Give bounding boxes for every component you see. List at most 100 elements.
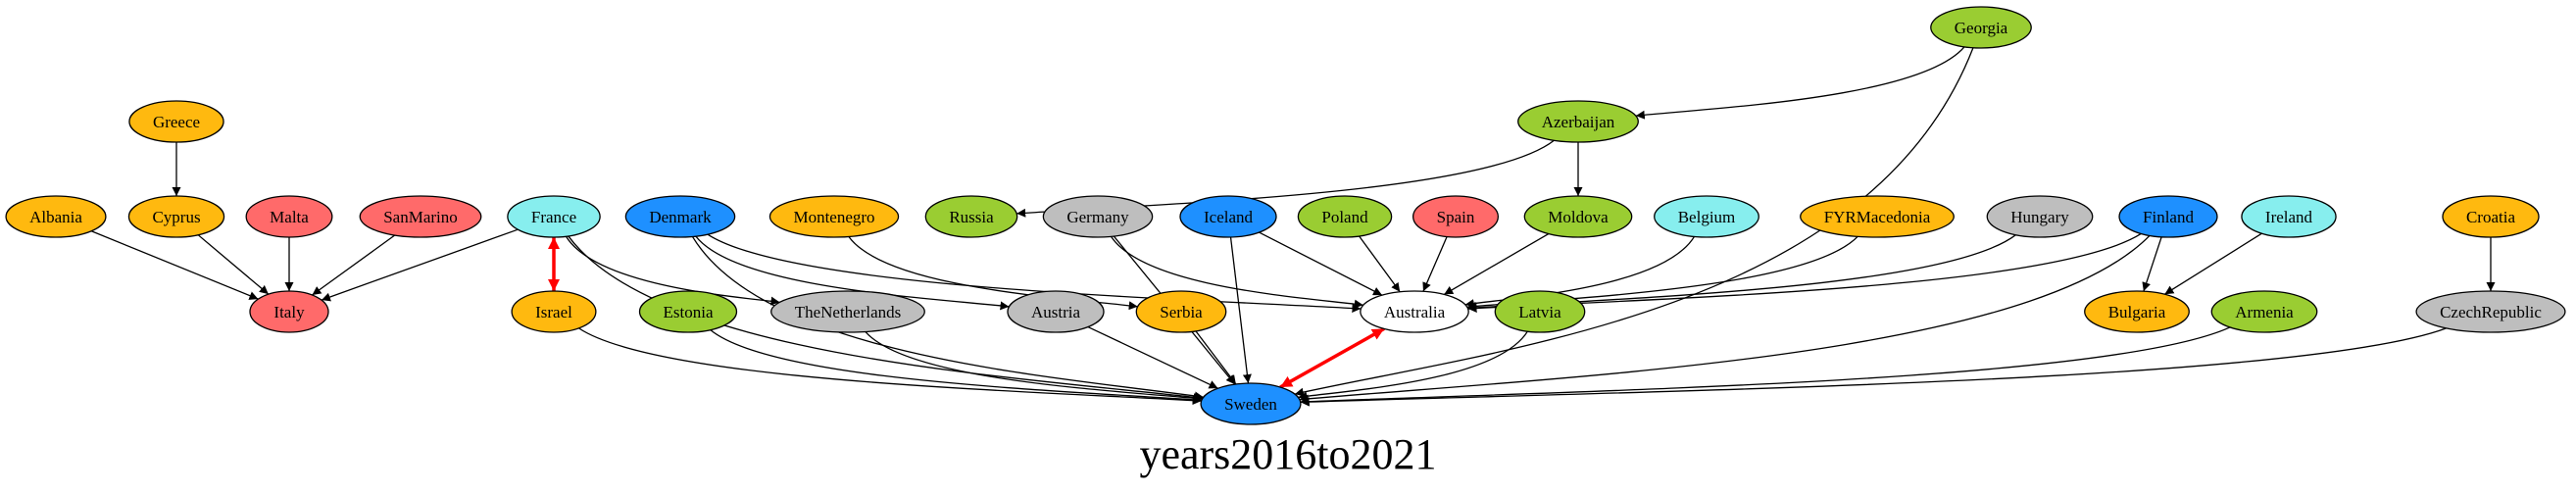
node-label-malta: Malta	[270, 208, 309, 226]
node-label-croatia: Croatia	[2466, 208, 2515, 226]
node-label-hungary: Hungary	[2010, 208, 2069, 226]
edge-georgia-to-sweden	[1294, 47, 1974, 397]
node-shape-fyrmacedonia	[1800, 195, 1955, 238]
node-poland[interactable]: Poland	[1297, 195, 1393, 238]
node-russia[interactable]: Russia	[924, 195, 1018, 238]
edge-denmark-to-australia	[707, 233, 1362, 313]
node-shape-australia	[1360, 290, 1469, 333]
edge-denmark-to-sweden	[691, 236, 1204, 401]
edge-georgia-to-azerbaijan	[1635, 46, 1965, 120]
node-bulgaria[interactable]: Bulgaria	[2084, 290, 2190, 333]
node-armenia[interactable]: Armenia	[2210, 290, 2318, 333]
node-shape-armenia	[2210, 290, 2318, 333]
node-label-san-marino: SanMarino	[383, 208, 458, 226]
edge-poland-to-australia	[1359, 235, 1401, 293]
node-shape-albania	[5, 195, 107, 238]
edge-cyprus-to-italy	[197, 234, 270, 295]
node-azerbaijan[interactable]: Azerbaijan	[1517, 100, 1639, 143]
node-label-germany: Germany	[1066, 208, 1129, 226]
node-greece[interactable]: Greece	[128, 100, 224, 143]
node-label-belgium: Belgium	[1678, 208, 1736, 226]
edge-iceland-to-sweden	[1229, 236, 1252, 384]
node-finland[interactable]: Finland	[2118, 195, 2218, 238]
edge-armenia-to-sweden	[1300, 326, 2231, 407]
node-latvia[interactable]: Latvia	[1494, 290, 1586, 333]
node-label-iceland: Iceland	[1204, 208, 1254, 226]
node-serbia[interactable]: Serbia	[1135, 290, 1227, 333]
node-label-ireland: Ireland	[2265, 208, 2313, 226]
node-label-italy: Italy	[273, 303, 305, 321]
node-label-australia: Australia	[1384, 303, 1446, 321]
node-shape-ireland	[2241, 195, 2337, 238]
edge-spain-to-australia	[1422, 236, 1448, 292]
edge-ireland-to-bulgaria	[2164, 232, 2262, 295]
node-moldova[interactable]: Moldova	[1523, 195, 1633, 238]
node-label-georgia: Georgia	[1955, 19, 2008, 37]
node-shape-hungary	[1986, 195, 2094, 238]
node-czech-republic[interactable]: CzechRepublic	[2415, 290, 2566, 333]
node-shape-italy	[249, 290, 329, 333]
edge-montenegro-to-serbia	[848, 236, 1138, 311]
edge-moldova-to-australia	[1443, 232, 1550, 295]
node-france[interactable]: France	[507, 195, 601, 238]
node-label-israel: Israel	[535, 303, 572, 321]
node-austria[interactable]: Austria	[1007, 290, 1105, 333]
node-label-moldova: Moldova	[1548, 208, 1609, 226]
edge-latvia-to-sweden	[1298, 330, 1528, 401]
node-sweden[interactable]: Sweden	[1200, 382, 1302, 425]
node-shape-poland	[1297, 195, 1393, 238]
node-shape-latvia	[1494, 290, 1586, 333]
node-shape-czech-republic	[2415, 290, 2566, 333]
edge-france-to-the-netherlands	[565, 235, 780, 306]
node-shape-san-marino	[359, 195, 482, 238]
node-shape-finland	[2118, 195, 2218, 238]
node-san-marino[interactable]: SanMarino	[359, 195, 482, 238]
edge-germany-to-australia	[1111, 236, 1363, 309]
node-shape-montenegro	[768, 195, 900, 238]
node-label-france: France	[531, 208, 576, 226]
node-shape-azerbaijan	[1517, 100, 1639, 143]
node-fyrmacedonia[interactable]: FYRMacedonia	[1800, 195, 1955, 238]
node-label-albania: Albania	[29, 208, 82, 226]
node-australia[interactable]: Australia	[1360, 290, 1469, 333]
node-label-the-netherlands: TheNetherlands	[795, 303, 902, 321]
node-label-poland: Poland	[1321, 208, 1368, 226]
edge-australia-to-sweden	[1279, 326, 1385, 389]
node-shape-croatia	[2442, 195, 2540, 238]
node-italy[interactable]: Italy	[249, 290, 329, 333]
node-israel[interactable]: Israel	[511, 290, 597, 333]
node-albania[interactable]: Albania	[5, 195, 107, 238]
node-ireland[interactable]: Ireland	[2241, 195, 2337, 238]
node-germany[interactable]: Germany	[1042, 195, 1154, 238]
node-cyprus[interactable]: Cyprus	[127, 195, 225, 238]
node-label-spain: Spain	[1437, 208, 1475, 226]
edge-serbia-to-sweden	[1195, 330, 1237, 385]
node-label-russia: Russia	[949, 208, 994, 226]
node-spain[interactable]: Spain	[1412, 195, 1500, 238]
edge-albania-to-italy	[90, 230, 259, 300]
edge-belgium-to-australia	[1464, 236, 1696, 308]
node-the-netherlands[interactable]: TheNetherlands	[770, 290, 925, 333]
edge-layer	[90, 46, 2496, 407]
node-shape-the-netherlands	[770, 290, 925, 333]
node-denmark[interactable]: Denmark	[624, 195, 736, 238]
node-georgia[interactable]: Georgia	[1930, 6, 2032, 49]
node-estonia[interactable]: Estonia	[638, 290, 738, 333]
node-label-cyprus: Cyprus	[152, 208, 200, 226]
edge-denmark-to-austria	[695, 235, 1010, 311]
node-montenegro[interactable]: Montenegro	[768, 195, 900, 238]
node-shape-russia	[924, 195, 1018, 238]
node-shape-denmark	[624, 195, 736, 238]
node-label-austria: Austria	[1031, 303, 1081, 321]
node-malta[interactable]: Malta	[245, 195, 333, 238]
node-shape-belgium	[1654, 195, 1759, 238]
node-label-greece: Greece	[153, 113, 200, 131]
node-shape-greece	[128, 100, 224, 143]
node-hungary[interactable]: Hungary	[1986, 195, 2094, 238]
node-iceland[interactable]: Iceland	[1179, 195, 1277, 238]
node-shape-moldova	[1523, 195, 1633, 238]
node-belgium[interactable]: Belgium	[1654, 195, 1759, 238]
node-croatia[interactable]: Croatia	[2442, 195, 2540, 238]
node-shape-malta	[245, 195, 333, 238]
